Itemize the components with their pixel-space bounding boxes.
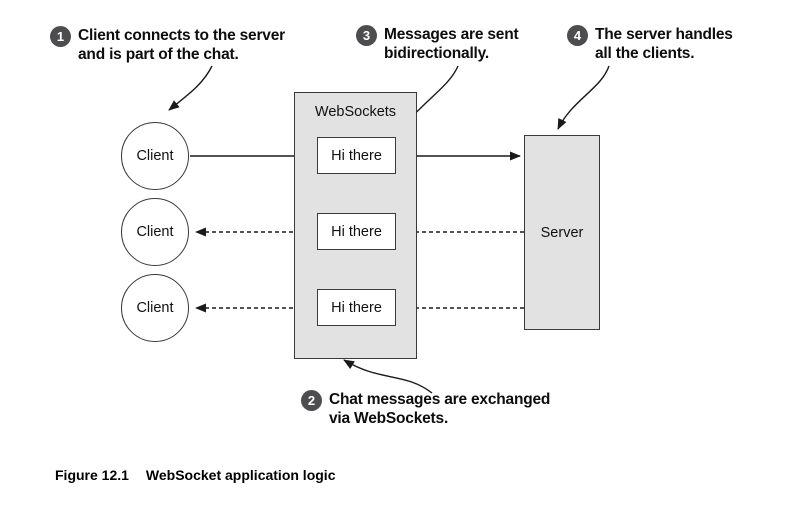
callout-4: 4 The server handles all the clients. bbox=[567, 25, 733, 63]
callout-1: 1 Client connects to the server and is p… bbox=[50, 26, 285, 64]
message-box-3: Hi there bbox=[317, 289, 396, 326]
callout-1-line2: and is part of the chat. bbox=[78, 46, 239, 63]
message-box-2: Hi there bbox=[317, 213, 396, 250]
callout-3-text: Messages are sent bidirectionally. bbox=[384, 25, 519, 63]
callout-3: 3 Messages are sent bidirectionally. bbox=[356, 25, 519, 63]
callout-2-line1: Chat messages are exchanged bbox=[329, 391, 551, 408]
callout-1-line1: Client connects to the server bbox=[78, 27, 285, 44]
callout-4-text: The server handles all the clients. bbox=[595, 25, 733, 63]
callout-3-number-badge: 3 bbox=[356, 25, 377, 46]
client-node-3: Client bbox=[121, 274, 189, 342]
callout-2-number-badge: 2 bbox=[301, 390, 322, 411]
callout-3-line2: bidirectionally. bbox=[384, 45, 490, 62]
callout-2-text: Chat messages are exchanged via WebSocke… bbox=[329, 390, 550, 428]
callout-4-line1: The server handles bbox=[595, 26, 733, 43]
message-box-1-label: Hi there bbox=[331, 147, 382, 164]
websockets-label: WebSockets bbox=[314, 104, 397, 120]
callout-2-line2: via WebSockets. bbox=[329, 410, 449, 427]
figure-caption-title: WebSocket application logic bbox=[145, 467, 336, 483]
figure-caption: Figure 12.1 WebSocket application logic bbox=[55, 467, 335, 483]
callout-2-arrow-icon bbox=[343, 359, 433, 394]
callout-1-arrow-icon bbox=[168, 65, 213, 111]
callout-2: 2 Chat messages are exchanged via WebSoc… bbox=[301, 390, 550, 428]
callout-1-text: Client connects to the server and is par… bbox=[78, 26, 285, 64]
callout-4-arrow-icon bbox=[557, 65, 610, 130]
message-box-3-label: Hi there bbox=[331, 299, 382, 316]
server-node-label: Server bbox=[540, 224, 584, 241]
client-node-2-label: Client bbox=[136, 224, 174, 240]
callout-1-number-badge: 1 bbox=[50, 26, 71, 47]
message-box-2-label: Hi there bbox=[331, 223, 382, 240]
client-node-2: Client bbox=[121, 198, 189, 266]
figure-caption-label: Figure 12.1 bbox=[55, 467, 129, 483]
message-box-1: Hi there bbox=[317, 137, 396, 174]
server-node: Server bbox=[524, 135, 600, 330]
callout-3-line1: Messages are sent bbox=[384, 26, 519, 43]
client-node-1: Client bbox=[121, 122, 189, 190]
client-node-1-label: Client bbox=[136, 148, 174, 164]
callout-4-number-badge: 4 bbox=[567, 25, 588, 46]
callout-4-line2: all the clients. bbox=[595, 45, 695, 62]
client-node-3-label: Client bbox=[136, 300, 174, 316]
